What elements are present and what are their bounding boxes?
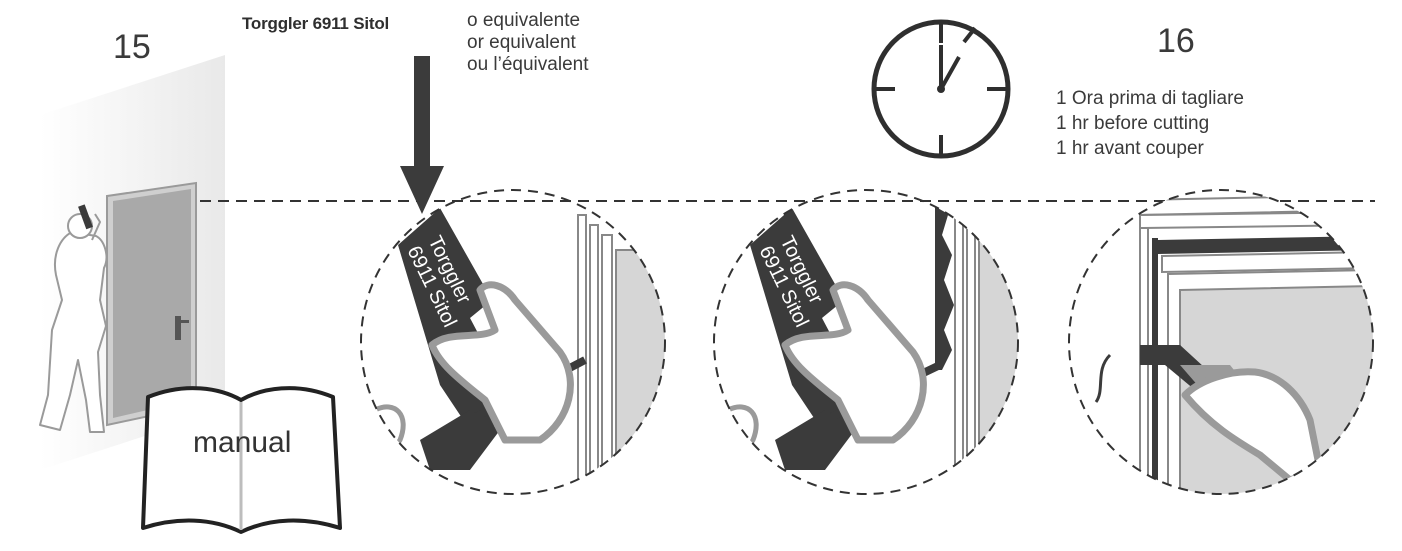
worker-sealant-tube-icon: [78, 204, 93, 230]
equivalents-list: o equivalente or equivalent ou l’équival…: [467, 10, 588, 76]
hand-icon-2: [781, 281, 927, 444]
equivalent-en: or equivalent: [467, 32, 576, 53]
timing-list: 1 Ora prima di tagliare 1 hr before cutt…: [1056, 86, 1244, 161]
step-15-number: 15: [113, 28, 151, 66]
detail-circle-apply: Torggler 6911 Sitol: [360, 189, 666, 495]
timing-it: 1 Ora prima di tagliare: [1056, 88, 1244, 109]
hand-icon-3: [1181, 368, 1324, 484]
product-name: Torggler 6911 Sitol: [242, 14, 390, 33]
door-icon: [106, 181, 197, 427]
equivalent-it: o equivalente: [467, 10, 581, 31]
clock-icon: [871, 19, 1011, 159]
detail-circle-applied: Torggler 6911 Sitol: [713, 189, 1019, 495]
down-arrow-icon: [400, 56, 444, 214]
equivalent-fr: ou l’équivalent: [467, 54, 589, 75]
clock-minute-hand: [939, 56, 961, 90]
timing-fr: 1 hr avant couper: [1056, 138, 1204, 159]
hand-icon: [428, 281, 574, 444]
manual-book-icon: manual: [141, 386, 342, 534]
timing-en: 1 hr before cutting: [1056, 113, 1210, 134]
detail-circle-cut: [1068, 189, 1374, 495]
step-16-number: 16: [1157, 22, 1195, 60]
manual-label: manual: [193, 426, 291, 459]
